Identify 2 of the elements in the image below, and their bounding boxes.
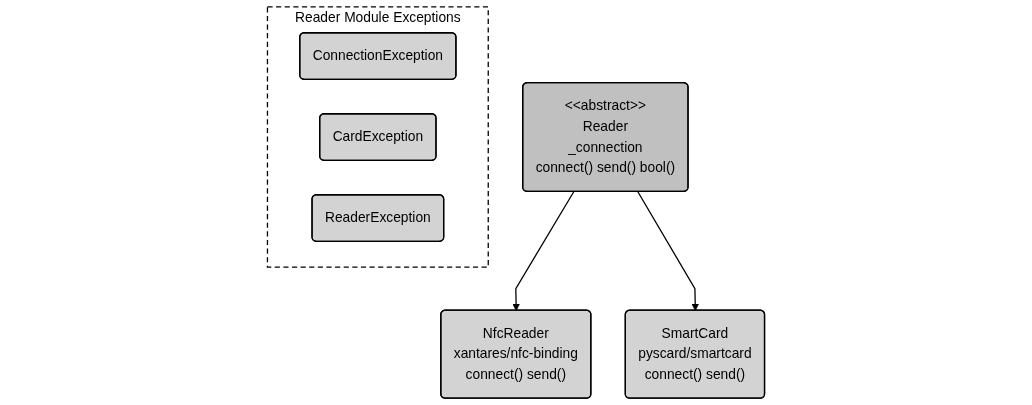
arrow [637,191,699,311]
arrow [512,191,575,311]
